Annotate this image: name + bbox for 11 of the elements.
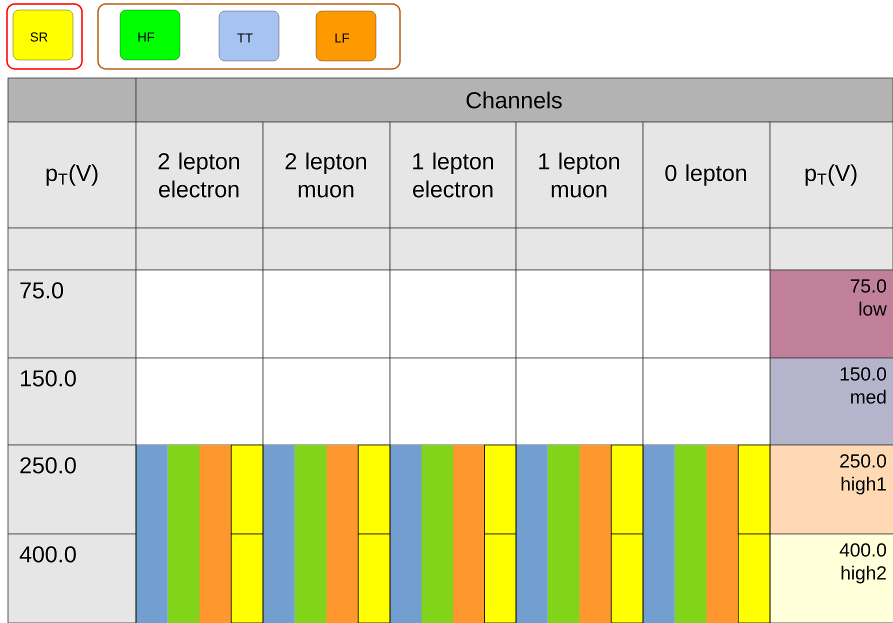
legend-item: TT bbox=[218, 10, 280, 62]
table-cell: 250.0 high1 bbox=[770, 444, 893, 534]
table-cell: 150.0 med bbox=[770, 358, 893, 446]
legend-item: LF bbox=[316, 10, 376, 62]
legend-item: HF bbox=[120, 10, 180, 60]
table-cell: 400.0 high2 bbox=[770, 534, 893, 623]
table-cell: 250.0 bbox=[8, 444, 136, 534]
table-cell: 75.0 low bbox=[770, 270, 893, 358]
table-cell: 150.0 bbox=[8, 358, 136, 446]
table-cell: 400.0 bbox=[8, 534, 136, 623]
legend-item: SR bbox=[12, 10, 74, 60]
